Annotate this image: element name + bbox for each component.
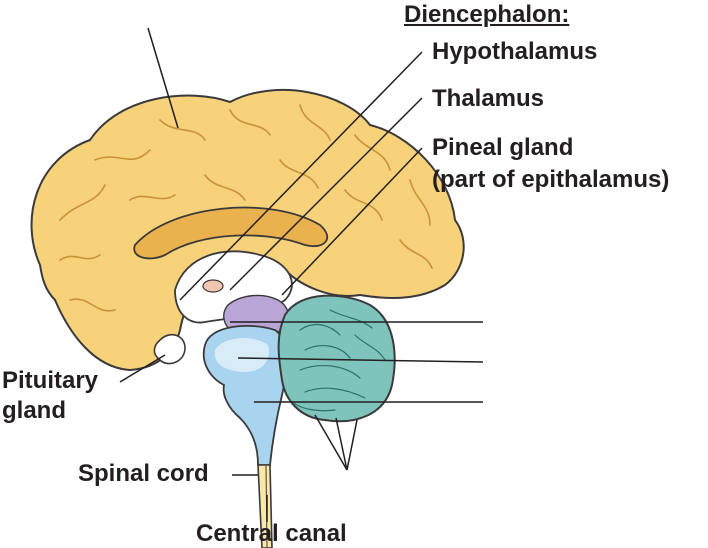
- pineal-gland: [202, 279, 224, 293]
- thalamus-label: Thalamus: [432, 85, 545, 112]
- diencephalon-heading: Diencephalon:: [404, 1, 570, 28]
- leader-lines: [119, 27, 484, 522]
- cerebrum-leader-line: [147, 27, 179, 129]
- cerebellum-leader-line-a: [314, 414, 348, 471]
- cerebellum: [277, 294, 396, 423]
- pituitary-leader-line: [119, 354, 166, 383]
- pons-leader-line: [237, 357, 484, 363]
- hypothalamus-label: Hypothalamus: [432, 38, 598, 65]
- midbrain-highlight: [214, 338, 269, 372]
- cerebellum-leader-line-c: [346, 419, 358, 471]
- hypothalamus-leader-line: [179, 51, 423, 301]
- pituitary-gland-label-line1: Pituitary: [2, 367, 99, 394]
- pineal-gland-label-line1: Pineal gland: [432, 134, 574, 161]
- pituitary-gland-label-line2: gland: [2, 397, 66, 424]
- thalamus-leader-line: [229, 97, 423, 291]
- central-canal-label: Central canal: [196, 520, 347, 547]
- cerebrum-gyri: [59, 104, 433, 312]
- pineal-gland-label-line2: (part of epithalamus): [432, 166, 670, 193]
- spinal-cord-label: Spinal cord: [78, 460, 209, 487]
- spinal-cord: [257, 464, 273, 548]
- cerebellum-leader-line-b: [335, 417, 348, 471]
- pineal-leader-line: [281, 147, 423, 296]
- corpus-callosum: [133, 206, 329, 260]
